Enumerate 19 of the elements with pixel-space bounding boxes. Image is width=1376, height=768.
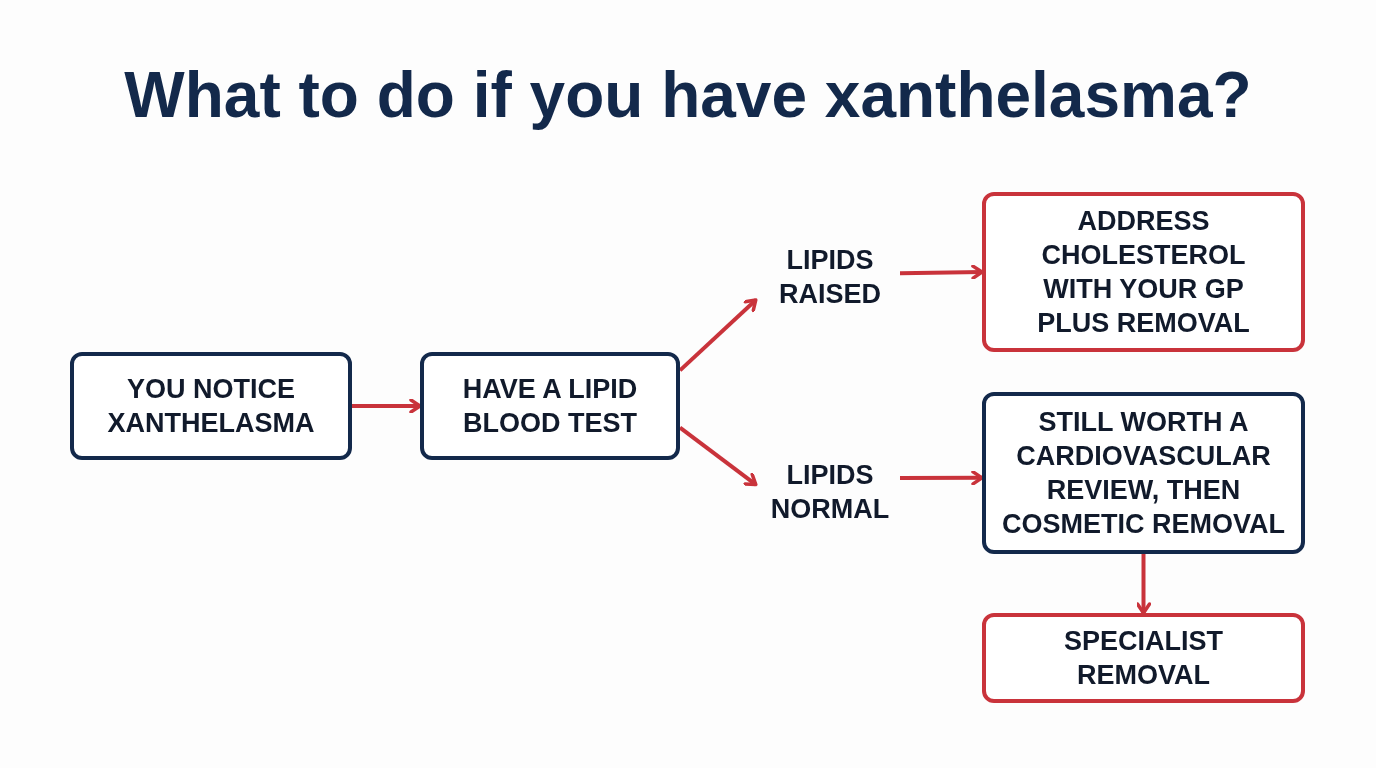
box-text: YOU NOTICE XANTHELASMA <box>106 373 316 440</box>
action-box <box>982 613 1305 703</box>
diagram-title: What to do if you have xanthelasma? <box>123 58 1253 132</box>
process-box <box>982 392 1305 554</box>
arrow <box>899 264 984 280</box>
action-box <box>982 192 1305 352</box>
arrow <box>900 470 984 486</box>
box-text: STILL WORTH A CARDIOVASCULAR REVIEW, THEN COSMETIC REMOVAL <box>1001 406 1286 541</box>
outcome-label: LIPIDS RAISED <box>778 244 882 311</box>
process-box <box>420 352 680 460</box>
arrow <box>1135 554 1152 615</box>
outcome-label: LIPIDS NORMAL <box>769 459 891 526</box>
process-box <box>70 352 352 460</box>
box-text: SPECIALIST REMOVAL <box>1063 625 1224 692</box>
arrow <box>352 398 422 414</box>
arrow <box>678 426 758 487</box>
box-text: ADDRESS CHOLESTEROL WITH YOUR GP PLUS REMOVAL <box>1036 205 1251 340</box>
box-text: HAVE A LIPID BLOOD TEST <box>461 373 639 440</box>
arrow <box>678 298 758 372</box>
